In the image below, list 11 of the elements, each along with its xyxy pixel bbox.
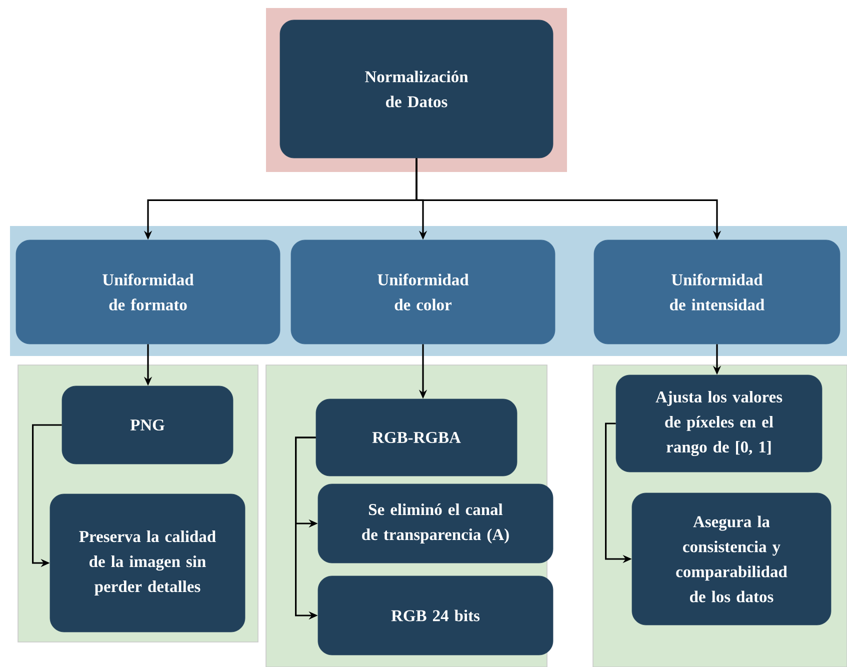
item-box: RGB 24 bits: [318, 576, 554, 656]
item-box: Ajusta los valores de píxeles en el rango de [0, 1]: [616, 374, 822, 472]
category-box: Uniformidad de color: [290, 240, 556, 344]
item-box: RGB-RGBA: [316, 398, 518, 476]
title-box: Normalización de Datos: [280, 20, 554, 158]
item-box: Se eliminó el canal de transparencia (A): [318, 484, 554, 564]
category-box: Uniformidad de formato: [16, 240, 280, 344]
item-box: Asegura la consistencia y comparabilidad de los datos: [632, 492, 832, 626]
item-box: Preserva la calidad de la imagen sin perder detalles: [50, 494, 246, 632]
item-box: PNG: [62, 386, 234, 464]
category-box: Uniformidad de intensidad: [594, 240, 840, 344]
